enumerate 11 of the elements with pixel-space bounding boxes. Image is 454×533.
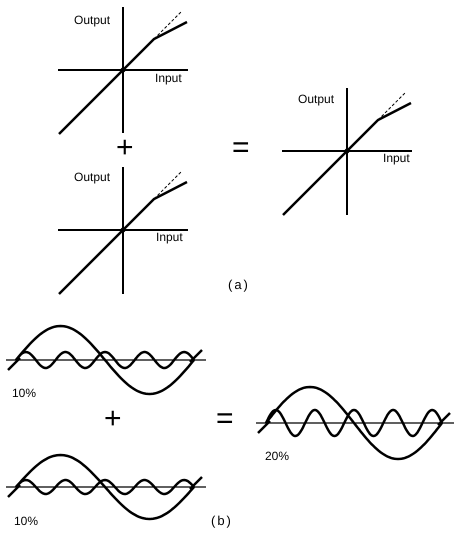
- axis-label: Output: [298, 93, 334, 105]
- percent-label: 10%: [12, 387, 36, 399]
- axis-label: Output: [74, 14, 110, 26]
- panel-label: (b): [211, 514, 233, 527]
- axis-label: Input: [156, 231, 183, 243]
- panel-label: (a): [228, 278, 250, 291]
- percent-label: 20%: [265, 450, 290, 462]
- percent-label: 10%: [14, 515, 38, 527]
- axis-label: Input: [155, 72, 182, 84]
- axis-label: Input: [383, 152, 410, 164]
- axis-label: Output: [74, 171, 110, 183]
